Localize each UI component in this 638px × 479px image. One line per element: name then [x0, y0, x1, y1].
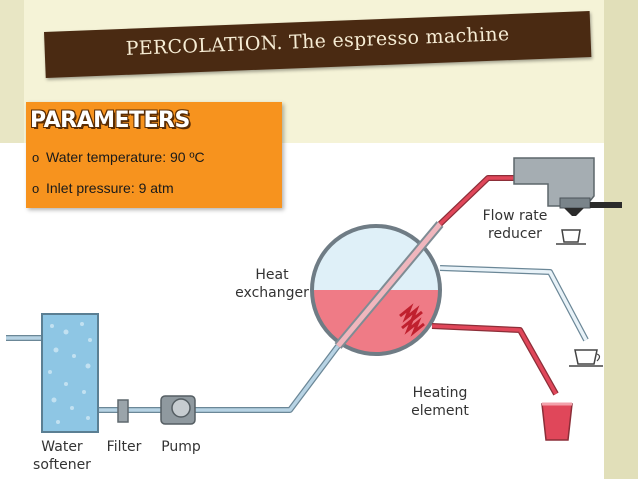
hot-water-glass: [541, 402, 573, 441]
bullet-marker: o: [32, 150, 40, 165]
label-filter: Filter: [106, 439, 142, 455]
parameter-water-temperature: o Water temperature: 90 ºC: [32, 149, 205, 165]
parameter-inlet-pressure: o Inlet pressure: 9 atm: [32, 180, 174, 196]
group-head: [513, 157, 622, 216]
steam-cup: [569, 349, 603, 367]
heating-element: [399, 303, 425, 337]
label-heating-element: Heating element: [411, 385, 469, 419]
espresso-cup: [556, 229, 586, 245]
label-water-softener: Water softener: [33, 439, 91, 473]
right-decor-strip: [604, 0, 638, 479]
label-heat-exchanger: Heat exchanger: [235, 267, 309, 301]
filter: [117, 399, 129, 423]
parameter-text: Water temperature: 90 ºC: [46, 149, 205, 165]
pump: [160, 395, 196, 425]
label-pump: Pump: [161, 439, 201, 455]
left-decor-strip: [0, 0, 24, 143]
bullet-marker: o: [32, 181, 40, 196]
label-flow-rate-reducer: Flow rate reducer: [482, 208, 548, 242]
parameters-heading: PARAMETERS: [30, 108, 190, 133]
parameter-text: Inlet pressure: 9 atm: [46, 180, 174, 196]
